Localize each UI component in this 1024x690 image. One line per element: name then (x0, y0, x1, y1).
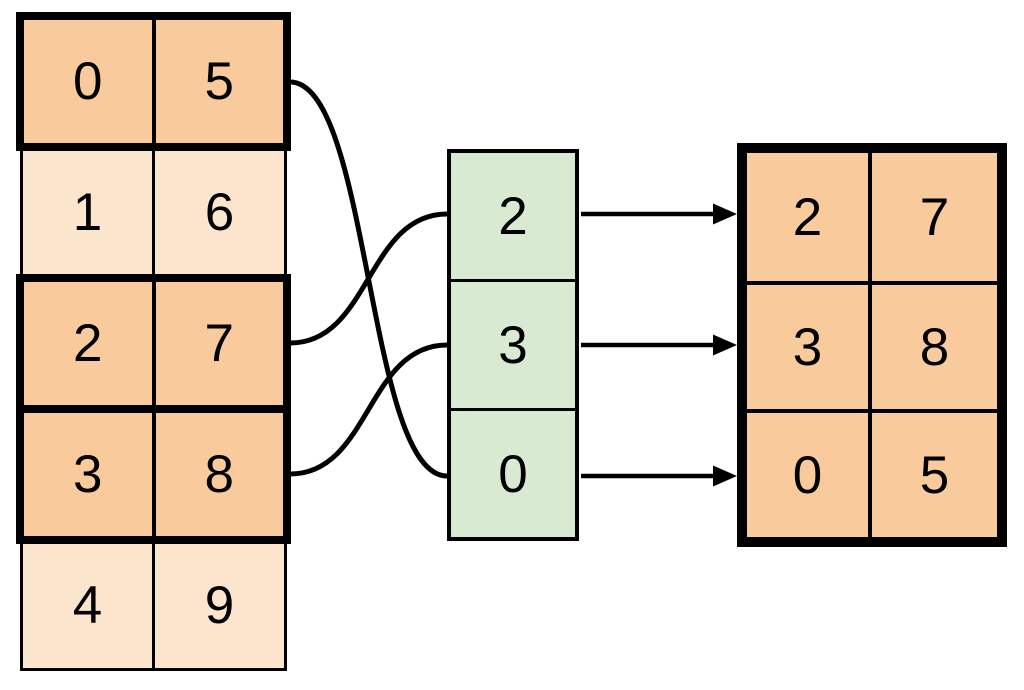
output-table: 2 7 3 8 0 5 (737, 143, 1007, 547)
index-cell-1: 3 (451, 279, 575, 408)
arrow-head-index2-to-output-row0 (713, 203, 737, 225)
input-cell-r4c0: 4 (23, 543, 155, 668)
input-row-0: 0 5 (16, 12, 291, 151)
output-cell-r2c1: 5 (872, 409, 997, 537)
output-cell-r0c0: 2 (747, 153, 872, 281)
curve-input-row2-to-index-2 (289, 211, 448, 346)
input-cell-r2c0: 2 (24, 282, 156, 405)
input-row-3: 3 8 (16, 405, 291, 544)
output-cell-r1c1: 8 (872, 281, 997, 409)
output-cell-r0c1: 7 (919, 187, 950, 247)
input-row-1: 1 6 (20, 147, 287, 278)
index-cell-0: 2 (498, 186, 528, 246)
arrow-head-index3-to-output-row1 (713, 334, 737, 356)
input-cell-r4c1: 9 (204, 576, 235, 635)
input-row-4: 4 9 (20, 540, 287, 671)
index-table: 2 3 0 (447, 149, 579, 541)
input-cell-r3c1: 8 (204, 445, 234, 504)
input-cell-r3c0: 3 (24, 413, 156, 536)
index-cell-2: 0 (451, 408, 575, 537)
curve-input-row0-to-index-0 (289, 79, 448, 479)
input-cell-r0c0: 0 (24, 20, 156, 143)
curve-input-row3-to-index-3 (289, 342, 448, 477)
arrow-head-index0-to-output-row2 (713, 465, 737, 487)
input-cell-r1c0: 1 (23, 150, 155, 275)
input-cell-r1c1: 6 (204, 183, 235, 242)
input-cell-r0c1: 5 (204, 52, 234, 111)
output-cell-r2c0: 0 (747, 409, 872, 537)
output-cell-r1c0: 3 (747, 281, 872, 409)
input-cell-r2c1: 7 (204, 314, 234, 373)
input-row-2: 2 7 (16, 274, 291, 413)
